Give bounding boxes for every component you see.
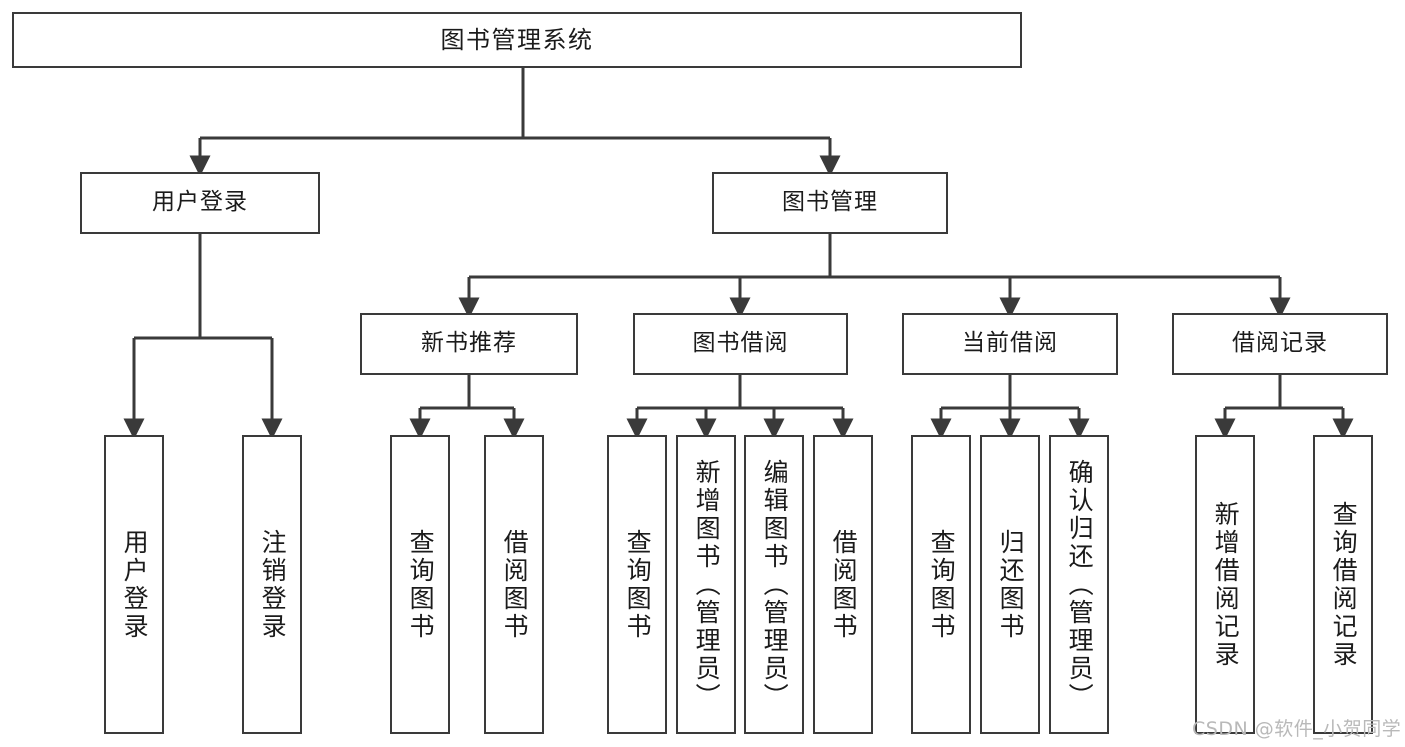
node-label: 归还图书 — [996, 528, 1026, 641]
node-label: 用户登录 — [120, 528, 150, 641]
node-book-management[interactable]: 图书管理 — [712, 172, 948, 234]
node-leaf-confirm-return-admin[interactable]: 确认归还（管理员） — [1049, 435, 1109, 734]
node-leaf-logout[interactable]: 注销登录 — [242, 435, 302, 734]
node-label: 图书借阅 — [692, 330, 789, 357]
node-leaf-query-book-borrow[interactable]: 查询图书 — [607, 435, 667, 734]
node-label: 借阅记录 — [1232, 330, 1328, 357]
node-leaf-borrow-book-borrow[interactable]: 借阅图书 — [813, 435, 873, 734]
node-label: 查询图书 — [927, 528, 957, 641]
node-label: 用户登录 — [152, 189, 248, 216]
node-leaf-add-borrow-record[interactable]: 新增借阅记录 — [1195, 435, 1255, 734]
node-leaf-borrow-book-newbook[interactable]: 借阅图书 — [484, 435, 544, 734]
node-leaf-query-book-current[interactable]: 查询图书 — [911, 435, 971, 734]
node-label: 借阅图书 — [500, 528, 530, 641]
node-label: 编辑图书（管理员） — [760, 458, 790, 711]
node-new-book-recommend[interactable]: 新书推荐 — [360, 313, 578, 375]
node-borrow-record[interactable]: 借阅记录 — [1172, 313, 1388, 375]
node-leaf-add-book-admin[interactable]: 新增图书（管理员） — [676, 435, 736, 734]
node-label: 确认归还（管理员） — [1065, 458, 1095, 711]
node-root-system[interactable]: 图书管理系统 — [12, 12, 1022, 68]
node-label: 新增借阅记录 — [1211, 500, 1241, 669]
node-user-login[interactable]: 用户登录 — [80, 172, 320, 234]
node-label: 查询图书 — [406, 528, 436, 641]
node-leaf-edit-book-admin[interactable]: 编辑图书（管理员） — [744, 435, 804, 734]
node-leaf-query-borrow-record[interactable]: 查询借阅记录 — [1313, 435, 1373, 734]
node-leaf-return-book[interactable]: 归还图书 — [980, 435, 1040, 734]
node-leaf-user-login[interactable]: 用户登录 — [104, 435, 164, 734]
node-book-borrow[interactable]: 图书借阅 — [633, 313, 848, 375]
node-label: 注销登录 — [258, 528, 288, 641]
node-leaf-query-book-newbook[interactable]: 查询图书 — [390, 435, 450, 734]
node-label: 查询借阅记录 — [1329, 500, 1359, 669]
node-label: 新书推荐 — [421, 330, 517, 357]
node-label: 当前借阅 — [962, 330, 1058, 357]
node-label: 图书管理 — [782, 189, 878, 216]
node-current-borrow[interactable]: 当前借阅 — [902, 313, 1118, 375]
csdn-watermark: CSDN @软件_小贺同学 — [1192, 718, 1402, 740]
node-label: 新增图书（管理员） — [692, 458, 722, 711]
node-label: 查询图书 — [623, 528, 653, 641]
node-label: 借阅图书 — [829, 528, 859, 641]
node-label: 图书管理系统 — [440, 25, 594, 54]
